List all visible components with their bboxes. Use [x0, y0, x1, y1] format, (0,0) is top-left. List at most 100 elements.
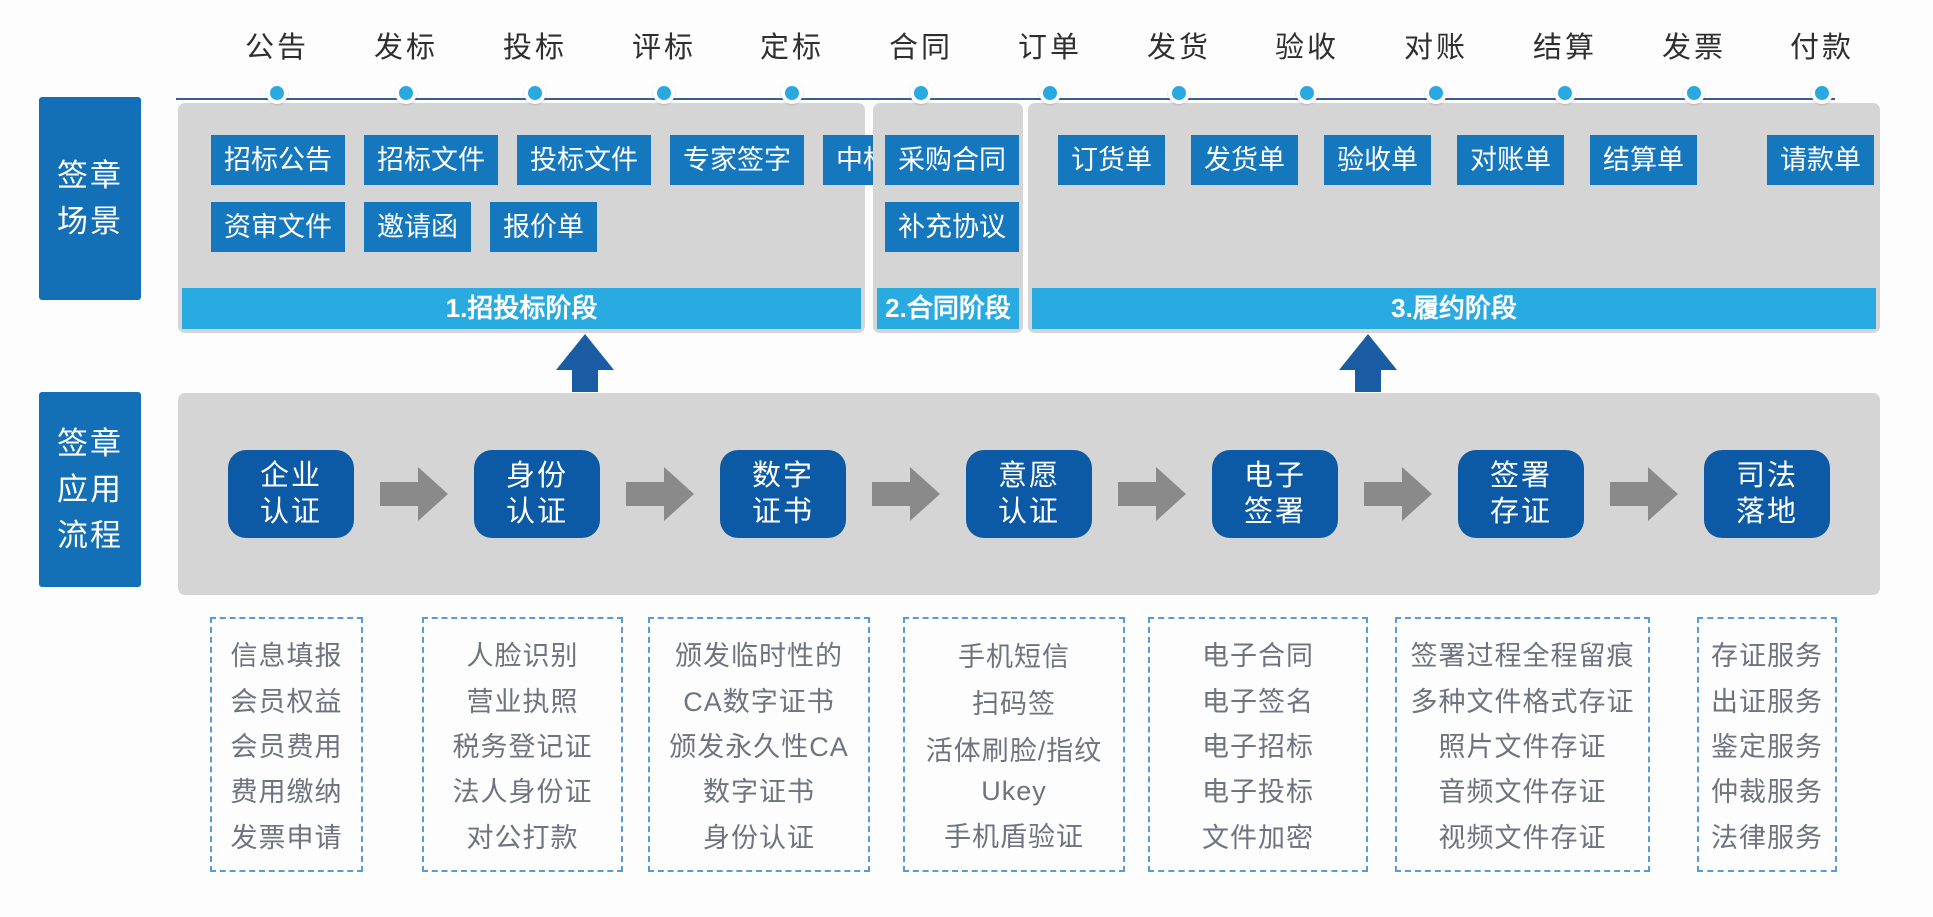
detail-item: 音频文件存证 [1438, 777, 1607, 808]
arrow-right-icon [1118, 467, 1186, 521]
timeline-item: 对账 [1371, 24, 1501, 104]
detail-item: 信息填报 [230, 641, 343, 672]
detail-item: 扫码签 [972, 689, 1056, 719]
timeline-item: 发货 [1114, 24, 1244, 104]
timeline-label: 投标 [502, 32, 567, 64]
detail-list: 签署过程全程留痕 多种文件格式存证 照片文件存证 音频文件存证 视频文件存证 [1395, 617, 1650, 872]
detail-item: 电子招标 [1202, 731, 1314, 762]
panel-performance-stage: 订货单 发货单 验收单 对账单 结算单 请款单 3.履约阶段 [1028, 103, 1880, 333]
timeline-dot-icon [266, 82, 288, 104]
timeline-label: 验收 [1274, 32, 1339, 64]
timeline-item: 订单 [985, 24, 1115, 104]
timeline-dot-icon [1039, 82, 1061, 104]
detail-item: 仲裁服务 [1711, 777, 1823, 808]
timeline-line [176, 98, 1835, 100]
timeline-dot-icon [1425, 82, 1447, 104]
detail-item: 营业执照 [466, 686, 579, 717]
arrow-right-icon [380, 467, 448, 521]
flow-step: 企业认证 [228, 450, 354, 538]
timeline-label: 合同 [888, 32, 953, 64]
sidebar-label-line: 场景 [57, 203, 123, 239]
timeline-dot-icon [1683, 82, 1705, 104]
flow-step: 意愿认证 [966, 450, 1092, 538]
panel-contract-stage: 采购合同 补充协议 2.合同阶段 [873, 103, 1023, 333]
timeline-label: 定标 [759, 32, 824, 64]
detail-item: 法人身份证 [452, 777, 593, 808]
arrow-right-icon [626, 467, 694, 521]
timeline-dot-icon [1554, 82, 1576, 104]
detail-item: 身份认证 [703, 822, 815, 853]
detail-item: 会员权益 [230, 686, 343, 717]
flow-step: 签署存证 [1458, 450, 1584, 538]
detail-item: 手机盾验证 [944, 822, 1084, 852]
doc-pill: 订货单 [1058, 135, 1165, 185]
detail-item: 颁发永久性CA [669, 731, 849, 762]
detail-item: 电子投标 [1202, 777, 1314, 808]
doc-pill: 招标公告 [211, 135, 345, 185]
sidebar-label-line: 应用 [57, 471, 123, 507]
detail-list: 手机短信 扫码签 活体刷脸/指纹 Ukey 手机盾验证 [903, 617, 1125, 872]
timeline-dot-icon [1296, 82, 1318, 104]
detail-item: 存证服务 [1711, 641, 1823, 672]
detail-list: 电子合同 电子签名 电子招标 电子投标 文件加密 [1148, 617, 1368, 872]
flow-panel: 企业认证 身份认证 数字证书 意愿认证 电子签署 签署存证 司法落地 [178, 393, 1880, 595]
sidebar-label-line: 流程 [57, 517, 123, 553]
doc-pill: 专家签字 [670, 135, 804, 185]
detail-item: 鉴定服务 [1711, 731, 1823, 762]
detail-item: 出证服务 [1711, 686, 1823, 717]
detail-item: 电子合同 [1202, 641, 1314, 672]
timeline-item: 发票 [1629, 24, 1759, 104]
detail-item: 数字证书 [703, 777, 815, 808]
detail-list: 信息填报 会员权益 会员费用 费用缴纳 发票申请 [210, 617, 363, 872]
stage-bar-performance: 3.履约阶段 [1032, 288, 1876, 329]
timeline-item: 验收 [1242, 24, 1372, 104]
doc-pill: 请款单 [1767, 135, 1874, 185]
arrow-right-icon [872, 467, 940, 521]
timeline-label: 评标 [631, 32, 696, 64]
detail-item: 多种文件格式存证 [1410, 686, 1635, 717]
timeline-item: 结算 [1500, 24, 1630, 104]
flow-step: 电子签署 [1212, 450, 1338, 538]
detail-item: CA数字证书 [683, 686, 835, 717]
doc-pill: 结算单 [1590, 135, 1697, 185]
detail-list: 人脸识别 营业执照 税务登记证 法人身份证 对公打款 [422, 617, 623, 872]
arrow-right-icon [1610, 467, 1678, 521]
timeline-dot-icon [910, 82, 932, 104]
sidebar-label-line: 签章 [57, 425, 123, 461]
flow-step: 司法落地 [1704, 450, 1830, 538]
detail-item: 文件加密 [1202, 822, 1314, 853]
detail-list: 存证服务 出证服务 鉴定服务 仲裁服务 法律服务 [1697, 617, 1837, 872]
sidebar-label-line: 签章 [57, 157, 123, 193]
doc-pill: 报价单 [490, 202, 597, 252]
panel-bidding-stage: 招标公告 招标文件 投标文件 专家签字 中标公告 资审文件 邀请函 报价单 1.… [178, 103, 957, 333]
timeline-item: 付款 [1757, 24, 1887, 104]
timeline-label: 发货 [1146, 32, 1211, 64]
detail-item: 视频文件存证 [1438, 822, 1607, 853]
detail-item: 活体刷脸/指纹 [925, 736, 1103, 766]
timeline-label: 发标 [373, 32, 438, 64]
doc-pill: 招标文件 [364, 135, 498, 185]
doc-pill: 补充协议 [885, 202, 1019, 252]
detail-item: 对公打款 [466, 822, 579, 853]
timeline-dot-icon [395, 82, 417, 104]
detail-item: 手机短信 [958, 642, 1070, 672]
doc-pill: 邀请函 [364, 202, 471, 252]
doc-pill: 验收单 [1324, 135, 1431, 185]
timeline-label: 订单 [1017, 32, 1082, 64]
doc-pill: 采购合同 [885, 135, 1019, 185]
detail-item: 人脸识别 [466, 641, 579, 672]
stage-bar-contract: 2.合同阶段 [877, 288, 1019, 329]
doc-pill: 资审文件 [211, 202, 345, 252]
detail-item: 法律服务 [1711, 822, 1823, 853]
timeline-item: 投标 [470, 24, 600, 104]
arrow-up-icon [1339, 334, 1397, 392]
timeline-item: 发标 [341, 24, 471, 104]
timeline-item: 定标 [727, 24, 857, 104]
timeline-dot-icon [653, 82, 675, 104]
sidebar-label-process: 签章 应用 流程 [39, 392, 141, 587]
timeline-item: 公告 [212, 24, 342, 104]
detail-item: 会员费用 [230, 731, 343, 762]
timeline-item: 合同 [856, 24, 986, 104]
timeline-dot-icon [781, 82, 803, 104]
arrow-right-icon [1364, 467, 1432, 521]
